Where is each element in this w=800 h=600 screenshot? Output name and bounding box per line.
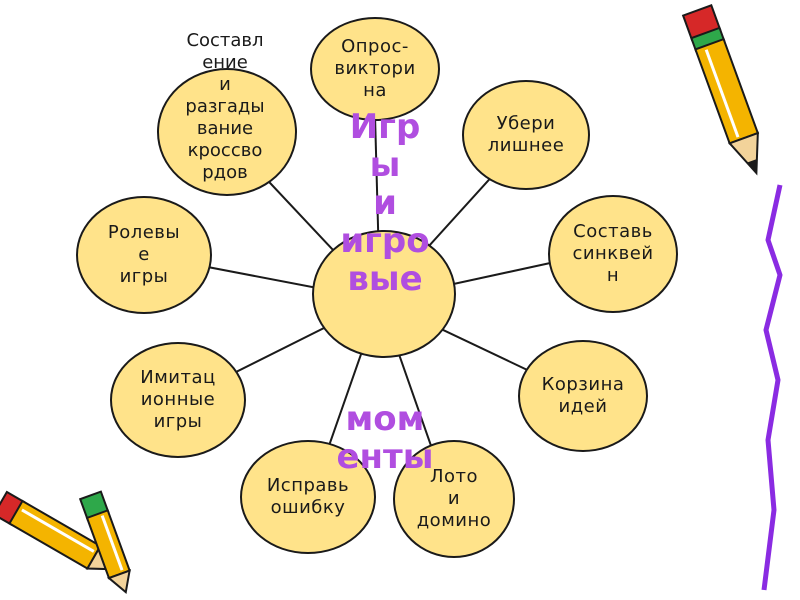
node-idea-basket: Корзина идей (518, 340, 648, 452)
node-remove-extra-label: Убери лишнее (488, 113, 565, 157)
node-imitation: Имитац ионные игры (110, 342, 246, 458)
center-title: Игр ы и игро вые (300, 108, 470, 298)
pencil-icon (673, 0, 783, 190)
node-imitation-label: Имитац ионные игры (140, 367, 216, 433)
node-quiz: Опрос- виктори на (310, 17, 440, 121)
node-sinkwine: Составь синквей н (548, 195, 678, 313)
node-sinkwine-label: Составь синквей н (572, 221, 653, 287)
node-roleplay: Ролевы е игры (76, 196, 212, 314)
node-quiz-label: Опрос- виктори на (334, 36, 415, 102)
squiggle-line (750, 180, 790, 600)
node-remove-extra: Убери лишнее (462, 80, 590, 190)
pencil-icon (55, 478, 155, 598)
center-title-tail: мом енты (300, 400, 470, 476)
node-idea-basket-label: Корзина идей (542, 374, 625, 418)
node-crossword-label: Составл ение и разгады вание кроссво рдо… (160, 30, 290, 184)
node-roleplay-label: Ролевы е игры (108, 222, 180, 288)
node-fix-mistake-label: Исправь ошибку (267, 475, 349, 519)
